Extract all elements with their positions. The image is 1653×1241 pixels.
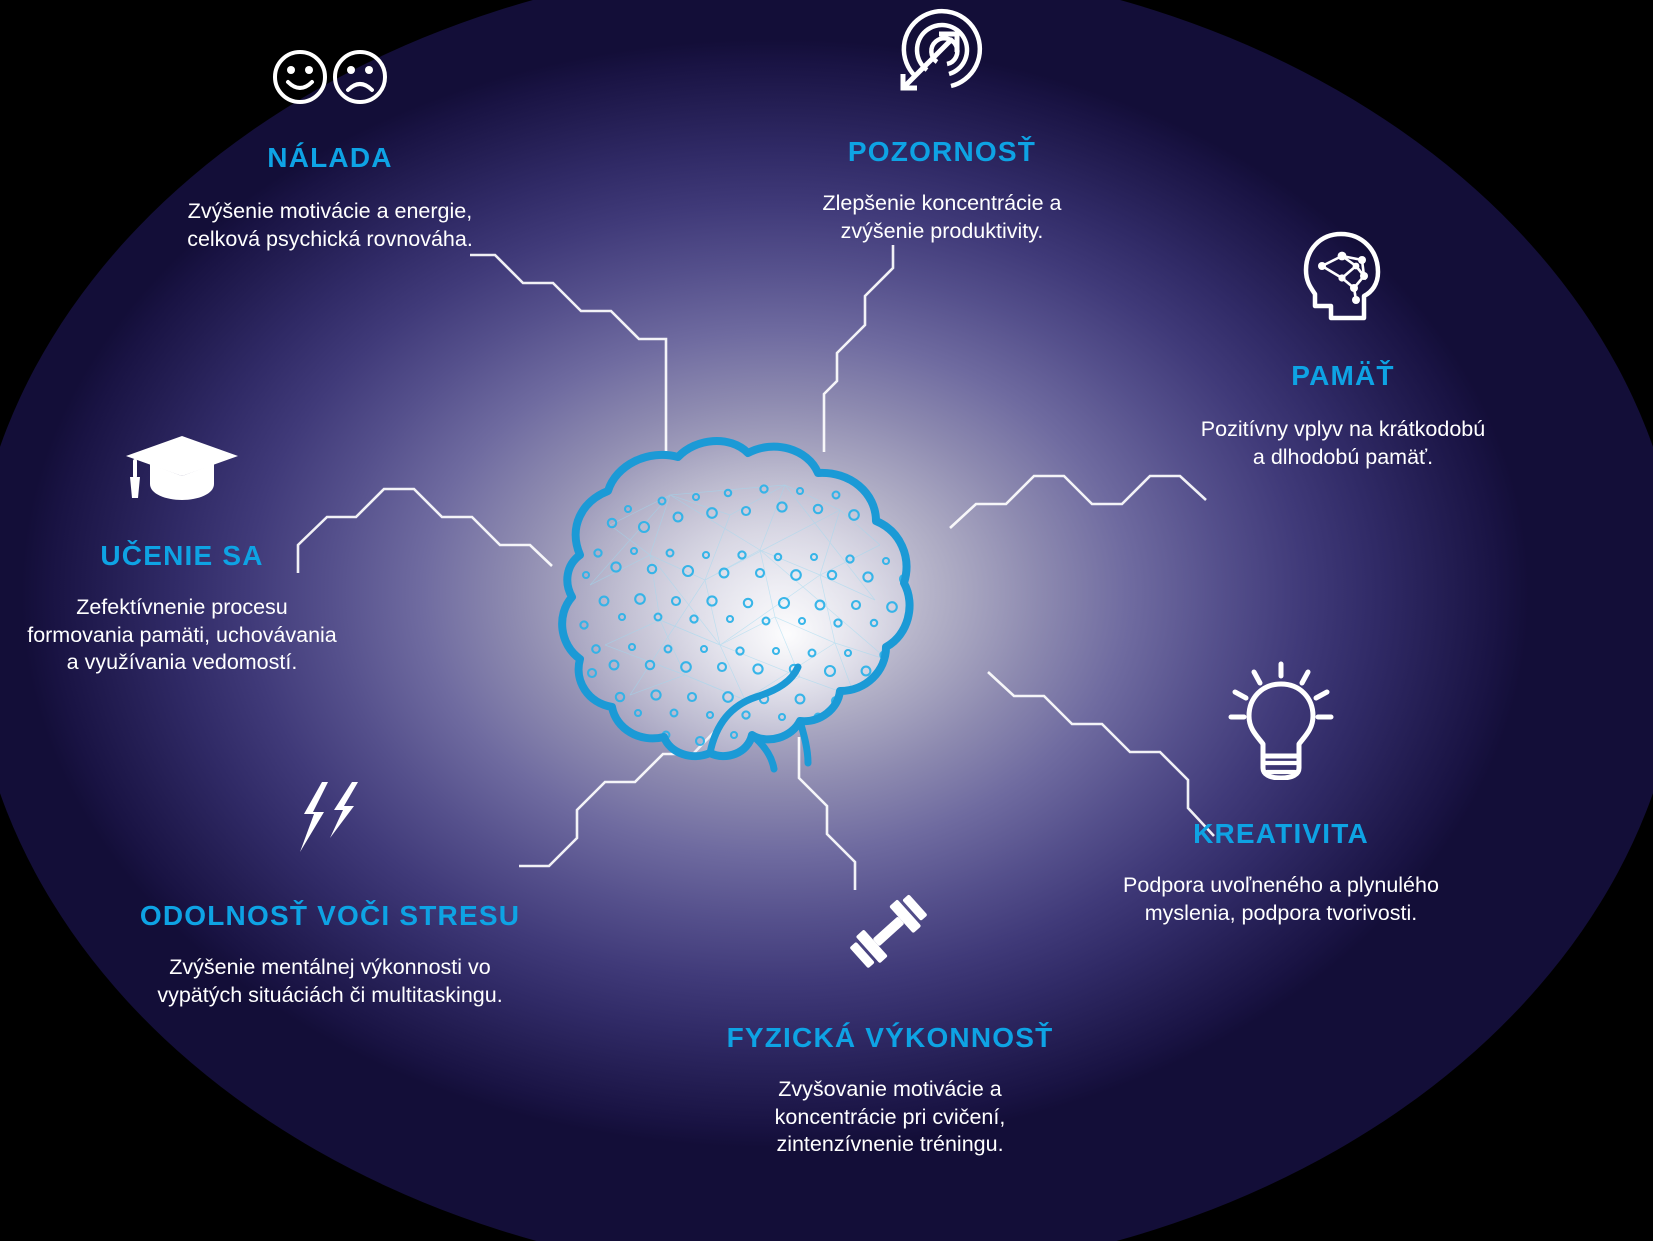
node-fyzicka: FYZICKÁ VÝKONNOSŤ Zvyšovanie motivácie a… — [680, 890, 1100, 1159]
dumbbell-icon — [680, 890, 1100, 970]
node-title: PAMÄŤ — [1291, 360, 1395, 391]
node-title: ODOLNOSŤ VOČI STRESU — [139, 900, 521, 931]
node-ucenie: UČENIE SA Zefektívnenie procesu formovan… — [0, 430, 392, 677]
head-neural-network-icon — [1128, 226, 1558, 326]
node-description: Zefektívnenie procesu formovania pamäti,… — [27, 595, 337, 675]
node-description: Zvýšenie motivácie a energie, celková ps… — [187, 199, 473, 251]
node-description: Zvýšenie mentálnej výkonnosti vo vypätýc… — [157, 955, 503, 1007]
double-lightning-bolt-icon — [80, 780, 580, 856]
node-title: NÁLADA — [267, 142, 393, 173]
node-description: Podpora uvoľneného a plynulého myslenia,… — [1123, 873, 1439, 925]
node-title: KREATIVITA — [1193, 818, 1369, 849]
node-title: POZORNOSŤ — [847, 136, 1037, 167]
node-pozornost: POZORNOSŤ Zlepšenie koncentrácie a zvýše… — [742, 0, 1142, 245]
happy-sad-faces-icon — [120, 48, 540, 106]
node-title: FYZICKÁ VÝKONNOSŤ — [726, 1022, 1054, 1053]
node-nalada: NÁLADA Zvýšenie motivácie a energie, cel… — [120, 48, 540, 253]
node-description: Zlepšenie koncentrácie a zvýšenie produk… — [822, 191, 1062, 243]
node-odolnost: ODOLNOSŤ VOČI STRESU Zvýšenie mentálnej … — [80, 780, 580, 1009]
lightbulb-icon — [1066, 660, 1496, 780]
node-description: Zvyšovanie motivácie a koncentrácie pri … — [774, 1077, 1006, 1157]
target-arrow-icon — [742, 0, 1142, 98]
node-description: Pozitívny vplyv na krátkodobú a dlhodobú… — [1200, 417, 1486, 469]
node-kreativita: KREATIVITA Podpora uvoľneného a plynuléh… — [1066, 660, 1496, 927]
brain-network-illustration — [520, 405, 950, 775]
node-pamat: PAMÄŤ Pozitívny vplyv na krátkodobú a dl… — [1128, 226, 1558, 471]
node-title: UČENIE SA — [100, 540, 264, 571]
graduation-cap-icon — [0, 430, 392, 504]
